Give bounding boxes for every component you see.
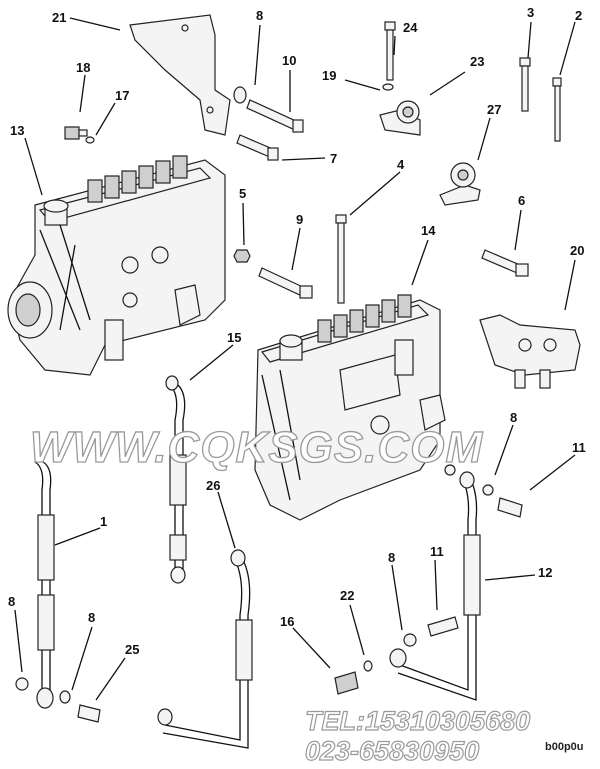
watermark-phone: 023-65830950: [305, 736, 479, 766]
label-26: 26: [206, 478, 220, 493]
label-27: 27: [487, 102, 501, 117]
bracket-20: [479, 314, 581, 389]
bolt-3: [519, 57, 531, 112]
bolt-9: [258, 267, 313, 299]
label-24: 24: [403, 20, 418, 35]
label-12: 12: [538, 565, 552, 580]
label-20: 20: [570, 243, 584, 258]
label-18: 18: [76, 60, 90, 75]
label-11-right: 11: [572, 440, 586, 455]
fuel-line-15: [165, 375, 187, 584]
washer-8-mid: [403, 633, 417, 647]
label-8-right: 8: [510, 410, 517, 425]
part-number-labels: 21 8 10 7 24 19 23 3 2 18 17 13 27 4 5 9…: [8, 5, 586, 657]
label-10: 10: [282, 53, 296, 68]
clamp-23: [379, 100, 421, 136]
label-16: 16: [280, 614, 294, 629]
nut-5: [233, 249, 251, 263]
bolt-6: [481, 249, 529, 277]
clamp-27: [439, 162, 481, 206]
washer-17: [85, 136, 95, 144]
injection-pump-14: [254, 294, 446, 521]
washer-8-top: [233, 86, 247, 104]
washer-8-right: [482, 484, 494, 496]
label-2: 2: [575, 8, 582, 23]
label-21: 21: [52, 10, 66, 25]
label-5: 5: [239, 186, 246, 201]
washer-8-bottom: [59, 690, 71, 704]
bolt-2: [552, 77, 562, 142]
label-7: 7: [330, 151, 337, 166]
bracket-21: [129, 14, 231, 136]
washer-8-left: [15, 677, 29, 691]
watermark-tel: TEL:15310305680: [305, 706, 530, 736]
label-25: 25: [125, 642, 139, 657]
fuel-line-12: [389, 471, 481, 701]
label-8-mid: 8: [388, 550, 395, 565]
label-22: 22: [340, 588, 354, 603]
label-19: 19: [322, 68, 336, 83]
label-8-left: 8: [8, 594, 15, 609]
label-9: 9: [296, 212, 303, 227]
fuel-line-1: [34, 461, 55, 709]
label-4: 4: [397, 157, 405, 172]
label-6: 6: [518, 193, 525, 208]
label-13: 13: [10, 123, 24, 138]
watermark-site: WWW.CQKSGS.COM: [30, 423, 483, 472]
bolt-11-mid: [427, 616, 459, 637]
bolt-10: [246, 99, 304, 133]
washer-22: [363, 660, 373, 672]
figure-code: b00p0u: [545, 741, 584, 753]
bolt-4: [335, 214, 347, 304]
injection-pump-13: [7, 155, 226, 376]
label-8-bottom: 8: [88, 610, 95, 625]
label-17: 17: [115, 88, 129, 103]
label-3: 3: [527, 5, 534, 20]
label-8-top: 8: [256, 8, 263, 23]
washer-8-right2: [444, 464, 456, 476]
leader-lines: [14, 17, 576, 701]
fuel-line-26: [157, 549, 253, 749]
bolt-25: [77, 704, 101, 723]
label-15: 15: [227, 330, 241, 345]
bolt-24: [384, 21, 396, 81]
fitting-16: [334, 671, 359, 695]
label-1: 1: [100, 514, 107, 529]
label-14: 14: [421, 223, 436, 238]
label-23: 23: [470, 54, 484, 69]
label-11-mid: 11: [430, 544, 444, 559]
washer-19: [382, 83, 394, 91]
bolt-7: [236, 134, 279, 161]
sensor-18: [64, 126, 88, 140]
bolt-11-right: [497, 497, 523, 518]
